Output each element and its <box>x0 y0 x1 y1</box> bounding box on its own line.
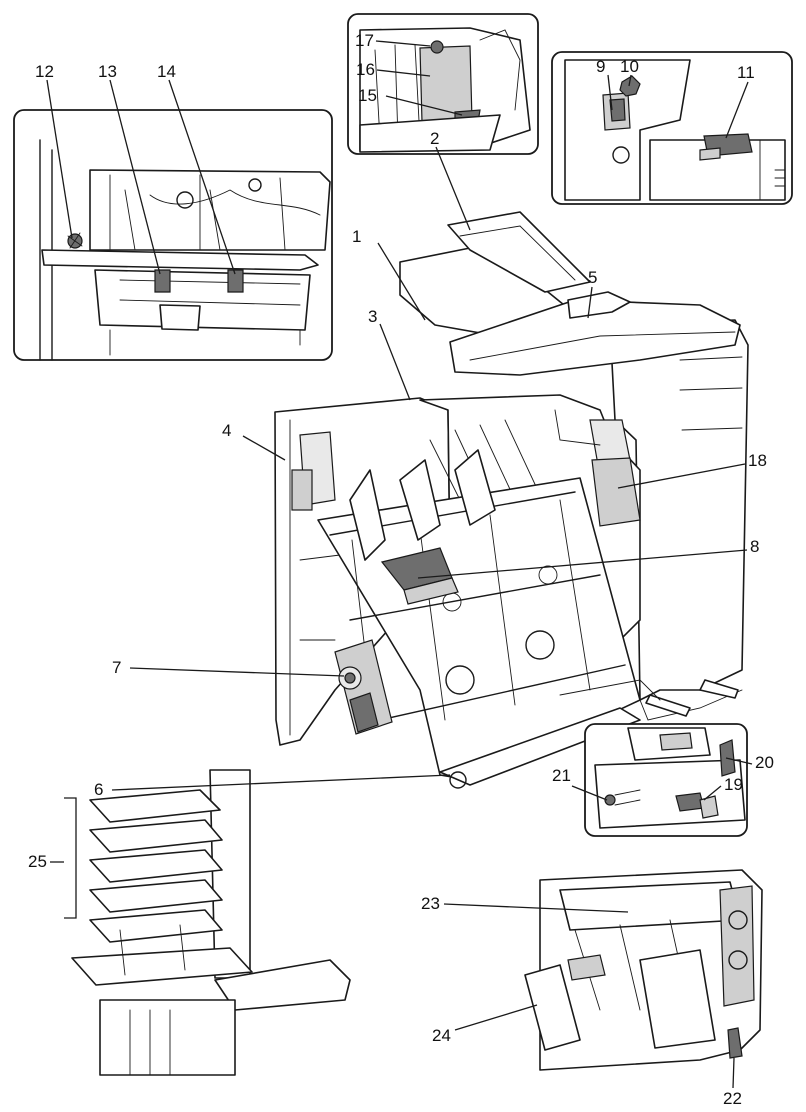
inset-tray-lock <box>584 723 748 837</box>
knob-assembly-7 <box>334 639 393 735</box>
callout-13: 13 <box>98 62 117 81</box>
mailbox-tray-5 <box>89 909 223 943</box>
callout-1: 1 <box>352 227 361 246</box>
callout-25: 25 <box>28 852 47 871</box>
callout-17: 17 <box>355 31 374 50</box>
callout-5: 5 <box>588 268 597 287</box>
callout-20: 20 <box>755 753 774 772</box>
mailbox-tray-1 <box>89 789 221 823</box>
punch-unit <box>524 869 763 1071</box>
mailbox-tray-2 <box>89 819 223 853</box>
callout-labels: 1 2 3 4 5 6 7 8 9 10 11 12 13 14 15 16 1… <box>28 31 774 1108</box>
callout-10: 10 <box>620 57 639 76</box>
finisher-main-unit <box>274 211 749 789</box>
inset-door-switch <box>551 51 793 205</box>
callout-8: 8 <box>750 537 759 556</box>
callout-24: 24 <box>432 1026 451 1045</box>
callout-22: 22 <box>723 1089 742 1108</box>
callout-2: 2 <box>430 129 439 148</box>
callout-11: 11 <box>737 63 755 82</box>
callout-12: 12 <box>35 62 54 81</box>
callout-7: 7 <box>112 658 121 677</box>
callout-15: 15 <box>358 86 377 105</box>
mailbox-tray-6 <box>71 947 253 986</box>
callout-19: 19 <box>724 775 743 794</box>
callout-14: 14 <box>157 62 176 81</box>
callout-16: 16 <box>356 60 375 79</box>
mailbox-tray-3 <box>89 849 223 883</box>
callout-4: 4 <box>222 421 231 440</box>
callout-3: 3 <box>368 307 377 326</box>
leader-lines <box>46 40 753 1089</box>
mailbox-unit <box>64 769 351 1076</box>
callout-9: 9 <box>596 57 605 76</box>
callout-23: 23 <box>421 894 440 913</box>
inset-transport-unit <box>347 13 539 155</box>
inset-stapler-unit <box>13 109 333 361</box>
callout-6: 6 <box>94 780 103 799</box>
callout-18: 18 <box>748 451 767 470</box>
mailbox-tray-4 <box>89 879 223 913</box>
callout-21: 21 <box>552 766 571 785</box>
